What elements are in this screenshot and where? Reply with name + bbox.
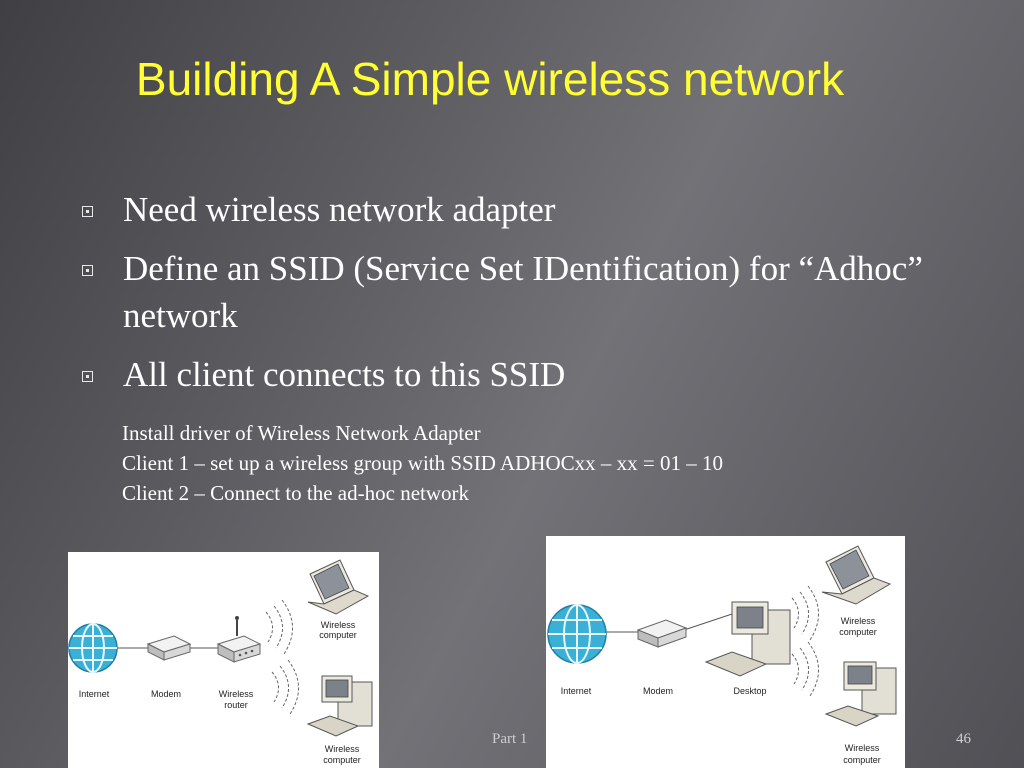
router-label-line2: router [224,700,248,710]
desktop-label-line1: Wireless [325,744,360,754]
router-label-line1: Wireless [219,689,254,699]
footer-section-label: Part 1 [492,731,528,747]
desktop-computer-icon [306,675,373,737]
globe-icon [68,623,118,673]
internet-label: Internet [79,689,110,699]
desktop-label-line2: computer [323,755,361,765]
adhoc-network-diagram: Internet Modem Desktop [546,536,905,768]
wireless-router-icon [216,616,262,663]
slide-number: 46 [956,731,971,747]
square-bullet-icon [82,371,93,382]
note-line: Client 2 – Connect to the ad-hoc network [122,481,470,505]
wifi-waves-icon [791,585,819,697]
bullet-text: Need wireless network adapter [123,190,556,229]
square-bullet-icon [82,265,93,276]
wifi-waves-icon [265,599,299,715]
globe-icon [547,604,607,664]
desktop-computer-icon [704,601,791,677]
notes-block: Install driver of Wireless Network Adapt… [122,418,723,508]
bullet-item: All client connects to this SSID [78,351,978,398]
laptop-icon [821,545,892,605]
square-bullet-icon [82,206,93,217]
laptop-icon [307,559,370,615]
modem-label: Modem [151,689,181,699]
laptop-label-line1: Wireless [841,616,876,626]
bullet-item: Define an SSID (Service Set IDentificati… [78,245,978,339]
slide-title: Building A Simple wireless network [135,53,845,105]
desktop-label: Desktop [733,686,766,696]
router-network-svg: Internet Modem Wireless router [68,559,373,765]
modem-label: Modem [643,686,673,696]
router-network-diagram: Internet Modem Wireless router [68,552,379,768]
bullet-list: Need wireless network adapter Define an … [78,186,978,410]
laptop-label-line2: computer [319,630,357,640]
desktop2-label-line1: Wireless [845,743,880,753]
laptop-label-line1: Wireless [321,620,356,630]
note-line: Install driver of Wireless Network Adapt… [122,421,481,445]
desktop2-label-line2: computer [843,755,881,765]
adhoc-network-svg: Internet Modem Desktop [547,545,897,765]
laptop-label-line2: computer [839,627,877,637]
bullet-text: Define an SSID (Service Set IDentificati… [123,249,923,335]
bullet-text: All client connects to this SSID [123,355,566,394]
modem-icon [636,619,688,648]
modem-icon [146,635,192,661]
desktop-computer-icon [824,661,897,727]
note-line: Client 1 – set up a wireless group with … [122,451,723,475]
internet-label: Internet [561,686,592,696]
bullet-item: Need wireless network adapter [78,186,978,233]
